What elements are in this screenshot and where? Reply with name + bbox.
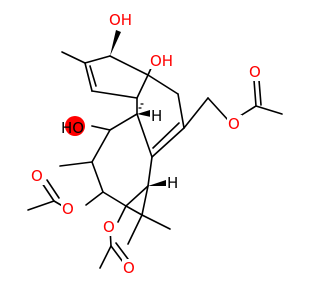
oh-ring-junction-label: OH [150,52,173,70]
o-carbonyl-right-label: O [249,63,261,81]
bond [127,214,143,245]
label-bg [148,51,175,69]
bond [85,191,104,206]
label-bg [248,63,263,81]
double-bond [152,122,180,149]
bond [91,90,138,99]
bond [147,74,179,95]
bond [255,105,283,115]
bond [91,125,111,131]
double-bond [46,179,60,199]
bond [151,127,185,158]
wedge-bond [110,30,121,56]
ho-highlighted-label: HO [61,119,84,137]
label-bg [61,200,76,218]
label-bg [150,106,163,124]
bond [141,214,171,230]
bond [109,113,138,131]
bond [117,205,127,223]
bond [59,161,93,167]
o-ester-left-label: O [62,200,74,218]
double-bond [89,65,97,87]
bond [136,113,153,158]
bond [91,161,104,193]
h-cyclopropane-label: H [167,174,178,192]
label-bg [30,167,45,185]
bond [84,62,93,92]
wedge-bond [148,180,167,186]
bond [61,51,86,64]
label-bg [122,259,137,277]
wedge-bond [137,110,151,117]
bond [99,245,112,269]
bond [177,93,185,129]
label-bg [108,10,132,28]
oh-top-label: OH [109,11,132,29]
o-carbonyl-left-label: O [31,167,43,185]
o-carbonyl-bottom-label: O [123,259,135,277]
bond [125,205,143,216]
bond [253,79,257,107]
label-bg [227,115,242,133]
bond [84,55,111,64]
bond [41,182,55,202]
bond [136,74,149,99]
double-bond [115,242,129,260]
o-ester-right-label: O [228,115,240,133]
bond [102,191,127,207]
bond [91,129,111,163]
label-bg [102,218,117,236]
highlight-circle [65,116,85,136]
bond [207,97,229,121]
h-top-stereo-label: H [151,107,162,125]
bond [147,156,153,187]
bond [109,55,149,76]
bond [110,245,124,263]
label-bg [166,175,179,193]
bond [239,105,257,117]
bond [27,200,55,211]
o-ester-bottom-label: O [103,218,115,236]
double-bond [258,79,262,106]
bond [183,97,209,129]
bond [125,185,149,207]
bond [141,185,149,216]
molecule-structure-diagram: OH OH HO H H O O O O O O [27,10,283,277]
